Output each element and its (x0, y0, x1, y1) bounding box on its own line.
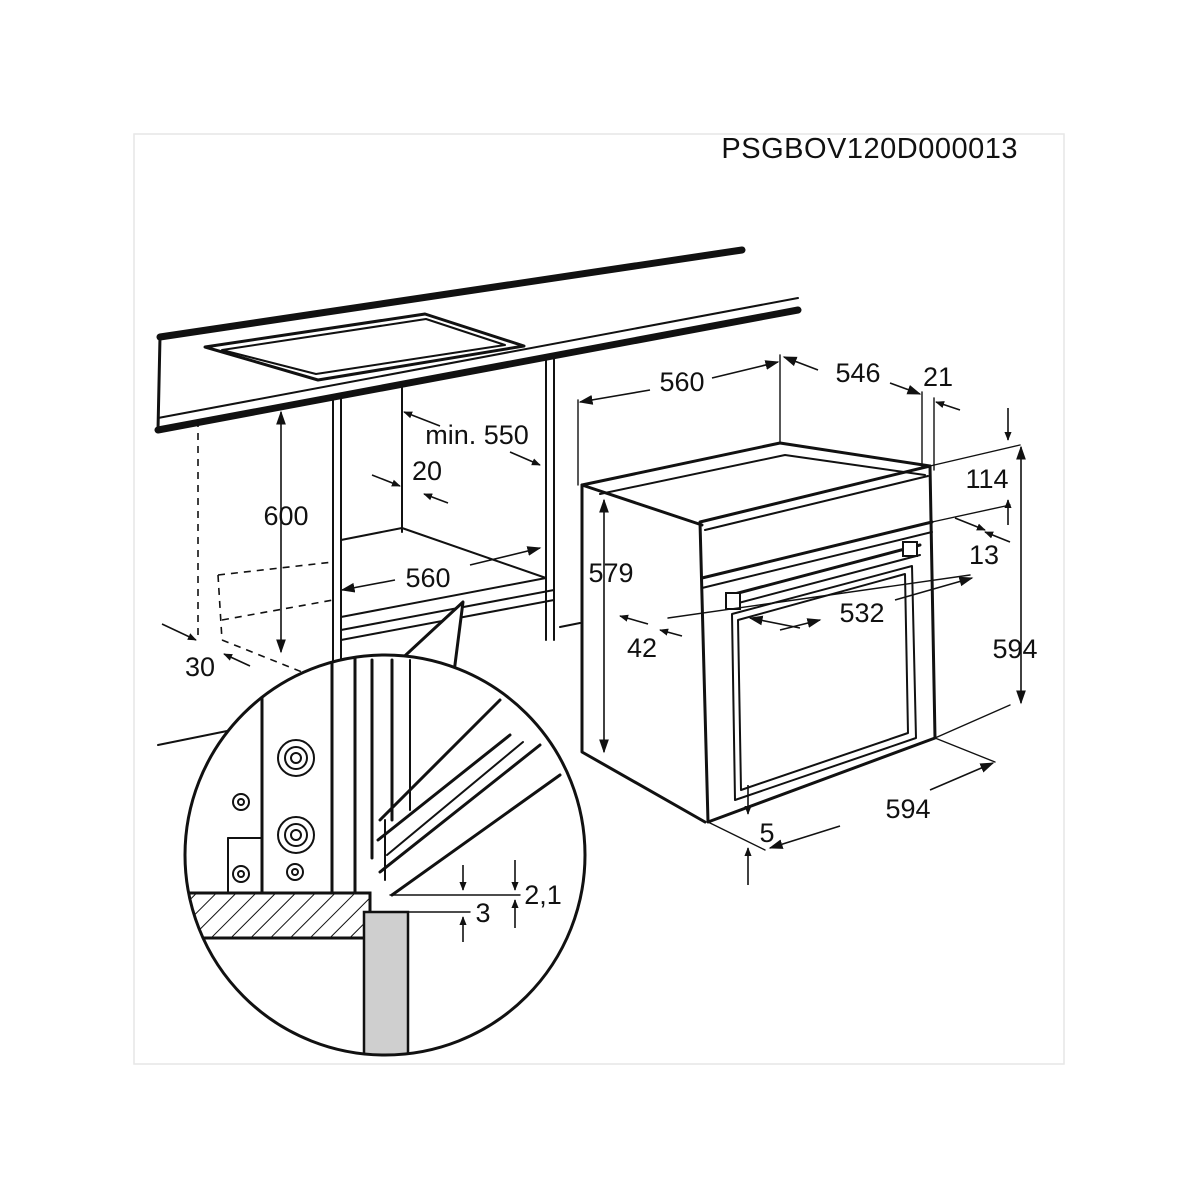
worktop-cabinet (154, 246, 802, 746)
dim-detail-gap-top: 2,1 (524, 880, 562, 910)
oven-dimensions: 560 546 21 114 594 13 579 532 42 594 (577, 354, 1038, 885)
dim-panel-height: 114 (965, 464, 1008, 494)
dim-cabinet-gap: 20 (412, 456, 442, 486)
dim-body-height: 579 (588, 558, 633, 588)
dim-total-width: 594 (885, 794, 930, 824)
dim-oven-depth: 546 (835, 358, 880, 388)
dim-inner-width: 532 (839, 598, 884, 628)
diagram-frame (133, 133, 1065, 1065)
screw-icon (277, 816, 315, 854)
document-code: PSGBOV120D000013 (721, 133, 1018, 165)
cabinet-dimensions: 600 min. 550 20 560 30 (161, 410, 542, 682)
dim-side-offset: 42 (627, 633, 657, 663)
dim-total-height: 594 (992, 634, 1037, 664)
oven-unit (580, 441, 937, 824)
screw-icon (277, 739, 315, 777)
dim-oven-body-depth: 560 (659, 367, 704, 397)
dim-plinth: 30 (185, 652, 215, 682)
dim-detail-gap-bottom: 3 (475, 898, 490, 928)
dim-cabinet-depth: min. 550 (425, 420, 529, 450)
detail-callout: 2,1 3 (183, 600, 587, 1057)
dim-cabinet-width: 560 (405, 563, 450, 593)
dim-front-thickness: 21 (923, 362, 953, 392)
dim-cabinet-height: 600 (263, 501, 308, 531)
dim-handle-offset: 13 (969, 540, 999, 570)
dim-bottom-gap: 5 (759, 818, 774, 848)
